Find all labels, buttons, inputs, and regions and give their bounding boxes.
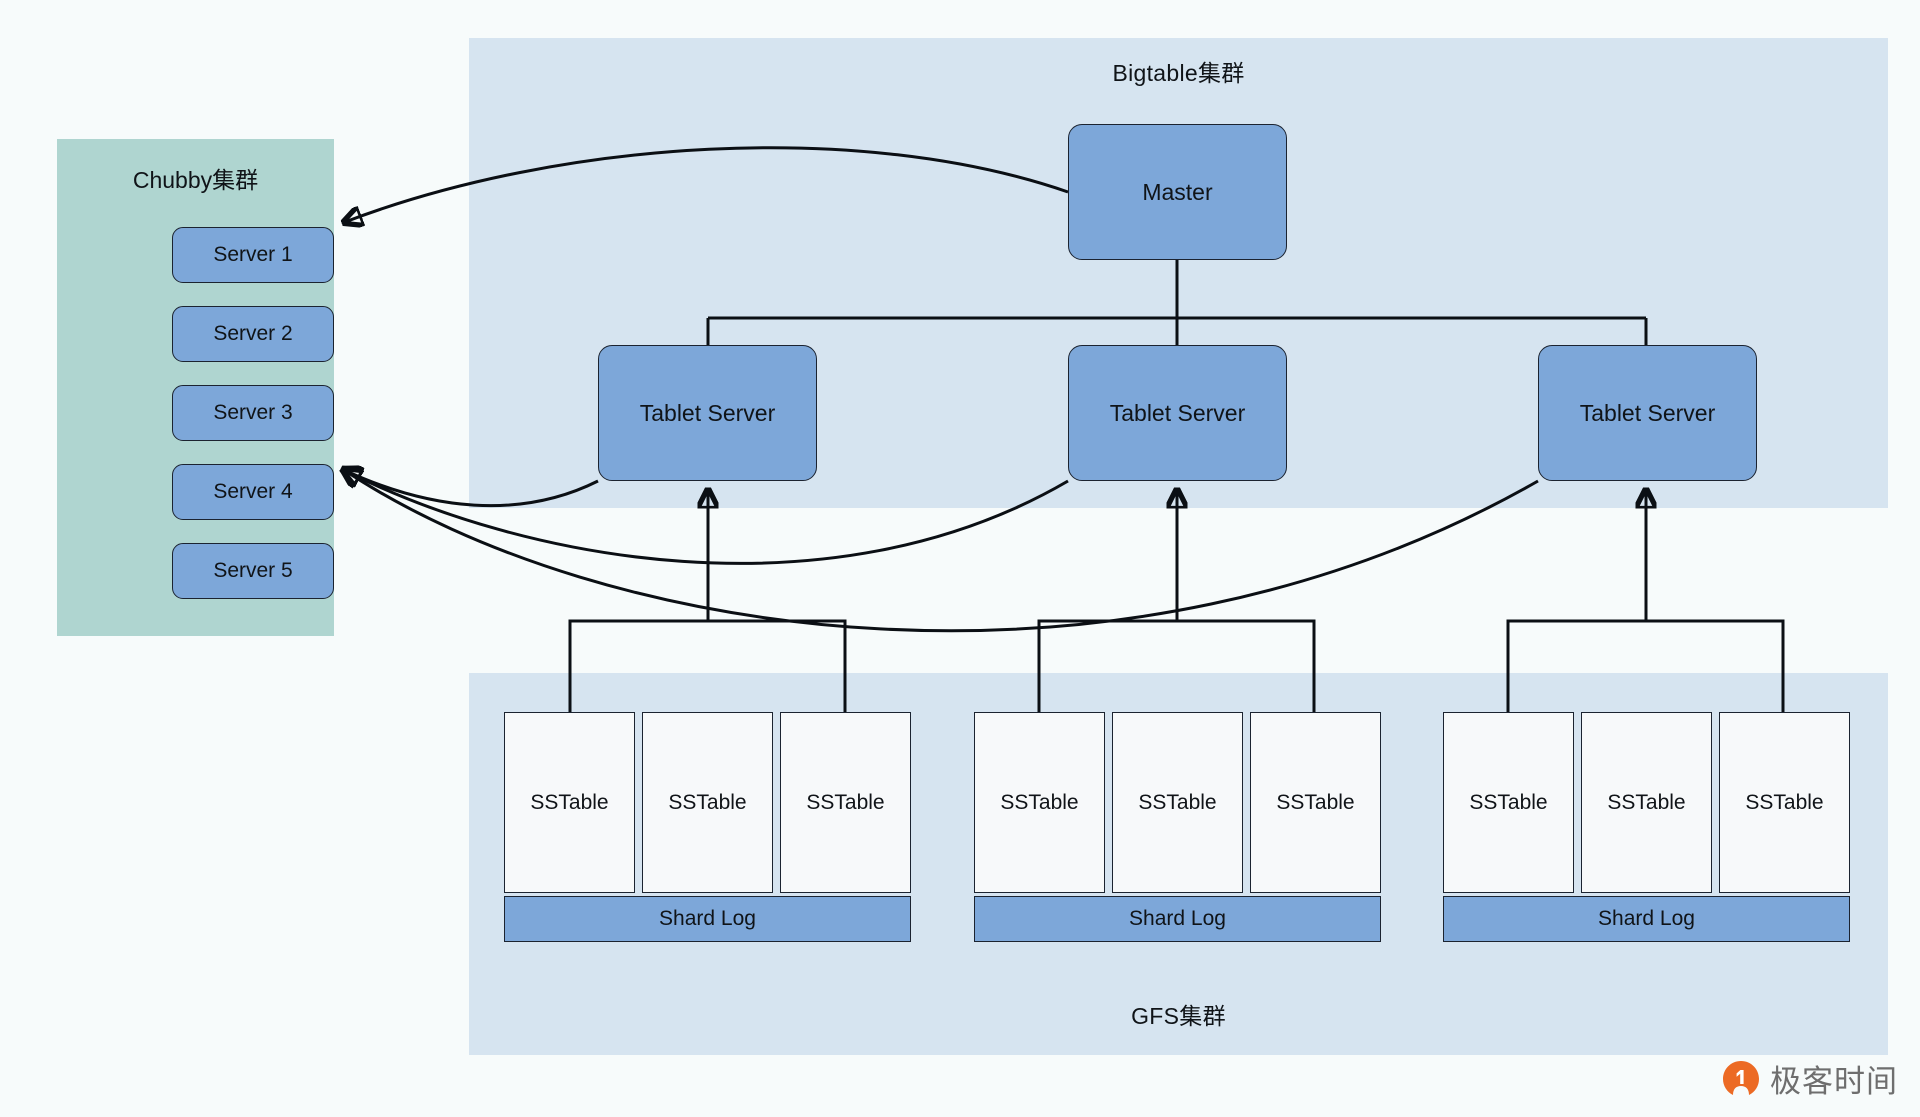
shard-log-3[interactable]: Shard Log (1443, 896, 1850, 942)
sstable-3-1[interactable]: SSTable (1443, 712, 1574, 893)
sstable-2-1-label: SSTable (1000, 790, 1079, 814)
chubby-server-3-label: Server 3 (213, 401, 293, 424)
sstable-1-3[interactable]: SSTable (780, 712, 911, 893)
shard-log-2[interactable]: Shard Log (974, 896, 1381, 942)
geektime-logo-icon (1721, 1059, 1761, 1099)
master-node[interactable]: Master (1068, 124, 1287, 260)
chubby-server-5-label: Server 5 (213, 559, 293, 582)
region-gfs-label: GFS集群 (1131, 1003, 1226, 1029)
sstable-2-1[interactable]: SSTable (974, 712, 1105, 893)
chubby-server-2-label: Server 2 (213, 322, 293, 345)
sstable-3-3-label: SSTable (1745, 790, 1824, 814)
tablet-server-2[interactable]: Tablet Server (1068, 345, 1287, 481)
sstable-2-2[interactable]: SSTable (1112, 712, 1243, 893)
watermark-text: 极客时间 (1770, 1064, 1898, 1099)
shard-log-1[interactable]: Shard Log (504, 896, 911, 942)
sstable-2-3[interactable]: SSTable (1250, 712, 1381, 893)
sstable-2-3-label: SSTable (1276, 790, 1355, 814)
tablet-server-2-label: Tablet Server (1109, 399, 1246, 426)
sstable-3-2-label: SSTable (1607, 790, 1686, 814)
watermark: 极客时间 (1721, 1056, 1898, 1101)
chubby-server-4[interactable]: Server 4 (172, 464, 334, 520)
tablet-server-1-label: Tablet Server (639, 399, 776, 426)
sstable-3-1-label: SSTable (1469, 790, 1548, 814)
sstable-3-3[interactable]: SSTable (1719, 712, 1850, 893)
chubby-server-1[interactable]: Server 1 (172, 227, 334, 283)
shard-log-1-label: Shard Log (659, 907, 756, 930)
master-node-label: Master (1142, 178, 1213, 205)
chubby-cluster-label: Chubby集群 (132, 167, 259, 193)
chubby-server-3[interactable]: Server 3 (172, 385, 334, 441)
chubby-cluster-panel: Chubby集群 Server 1 Server 2 Server 3 Serv… (57, 139, 334, 636)
chubby-server-5[interactable]: Server 5 (172, 543, 334, 599)
sstable-2-2-label: SSTable (1138, 790, 1217, 814)
shard-log-2-label: Shard Log (1129, 907, 1226, 930)
sstable-1-2-label: SSTable (668, 790, 747, 814)
sstable-1-3-label: SSTable (806, 790, 885, 814)
chubby-server-4-label: Server 4 (213, 480, 293, 503)
shard-log-3-label: Shard Log (1598, 907, 1695, 930)
region-bigtable-label: Bigtable集群 (1112, 60, 1245, 86)
chubby-server-2[interactable]: Server 2 (172, 306, 334, 362)
tablet-server-3[interactable]: Tablet Server (1538, 345, 1757, 481)
sstable-3-2[interactable]: SSTable (1581, 712, 1712, 893)
sstable-1-2[interactable]: SSTable (642, 712, 773, 893)
tablet-server-1[interactable]: Tablet Server (598, 345, 817, 481)
sstable-1-1[interactable]: SSTable (504, 712, 635, 893)
tablet-server-3-label: Tablet Server (1579, 399, 1716, 426)
sstable-1-1-label: SSTable (530, 790, 609, 814)
chubby-server-1-label: Server 1 (213, 243, 293, 266)
